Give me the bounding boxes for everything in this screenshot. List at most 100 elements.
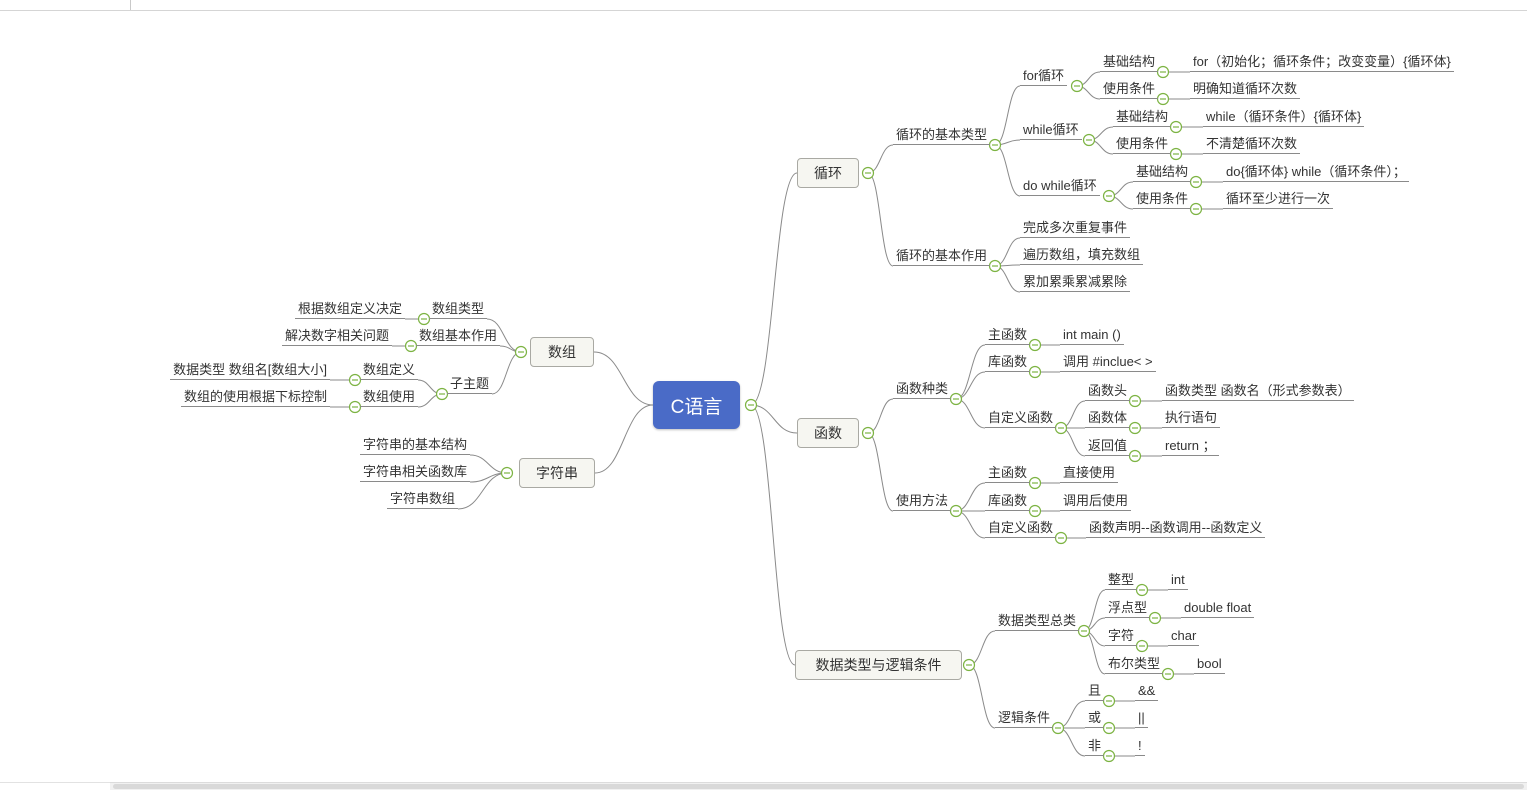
topic-string-library[interactable]: 字符串相关函数库	[359, 464, 470, 482]
topic-usage-lib-label[interactable]: 库函数	[985, 493, 1031, 511]
collapse-icon[interactable]	[348, 400, 362, 414]
topic-main-func-value[interactable]: int main ()	[1060, 327, 1124, 345]
topic-func-head-value[interactable]: 函数类型 函数名（形式参数表）	[1162, 383, 1354, 401]
topic-while-structure-label[interactable]: 基础结构	[1113, 109, 1172, 127]
topic-loop-effects[interactable]: 循环的基本作用	[893, 248, 991, 266]
collapse-icon[interactable]	[1189, 202, 1203, 216]
topic-array-definition-value[interactable]: 数据类型 数组名[数组大小]	[170, 362, 330, 380]
collapse-icon[interactable]	[1148, 611, 1162, 625]
collapse-icon[interactable]	[1128, 449, 1142, 463]
topic-lib-func-value[interactable]: 调用 #inclue< >	[1060, 354, 1156, 372]
collapse-icon[interactable]	[861, 166, 875, 180]
collapse-icon[interactable]	[1028, 365, 1042, 379]
collapse-icon[interactable]	[404, 339, 418, 353]
topic-for-loop[interactable]: for循环	[1020, 68, 1068, 86]
topic-func-kinds[interactable]: 函数种类	[893, 381, 952, 399]
topic-usage-lib-value[interactable]: 调用后使用	[1060, 493, 1132, 511]
collapse-icon[interactable]	[1102, 749, 1116, 763]
topic-dowhile-structure-label[interactable]: 基础结构	[1133, 164, 1192, 182]
topic-main-func-label[interactable]: 主函数	[985, 327, 1031, 345]
topic-usage-custom-label[interactable]: 自定义函数	[985, 520, 1057, 538]
central-topic[interactable]: C语言	[653, 381, 740, 429]
topic-loop-types[interactable]: 循环的基本类型	[893, 127, 991, 145]
topic-datatypes-logic[interactable]: 数据类型与逻辑条件	[795, 650, 962, 680]
topic-int-label[interactable]: 整型	[1105, 572, 1138, 590]
collapse-icon[interactable]	[500, 466, 514, 480]
collapse-icon[interactable]	[1028, 338, 1042, 352]
topic-loop[interactable]: 循环	[797, 158, 859, 188]
collapse-icon[interactable]	[348, 373, 362, 387]
topic-lib-func-label[interactable]: 库函数	[985, 354, 1031, 372]
topic-func-return-label[interactable]: 返回值	[1085, 438, 1131, 456]
topic-loop-effect-3[interactable]: 累加累乘累减累除	[1020, 274, 1131, 292]
collapse-icon[interactable]	[1128, 421, 1142, 435]
collapse-icon[interactable]	[1070, 79, 1084, 93]
topic-string-array[interactable]: 字符串数组	[386, 491, 458, 509]
collapse-icon[interactable]	[435, 387, 449, 401]
collapse-icon[interactable]	[1051, 721, 1065, 735]
topic-while-condition-label[interactable]: 使用条件	[1113, 136, 1172, 154]
topic-dowhile-condition-value[interactable]: 循环至少进行一次	[1223, 191, 1334, 209]
topic-or-value[interactable]: ||	[1135, 710, 1148, 728]
topic-dowhile-structure-value[interactable]: do{循环体} while（循环条件）；	[1223, 164, 1409, 182]
collapse-icon[interactable]	[1169, 120, 1183, 134]
topic-not-value[interactable]: !	[1135, 738, 1145, 756]
topic-while-loop[interactable]: while循环	[1020, 122, 1082, 140]
collapse-icon[interactable]	[1082, 133, 1096, 147]
topic-func-body-label[interactable]: 函数体	[1085, 410, 1131, 428]
topic-array-purpose-label[interactable]: 数组基本作用	[415, 328, 500, 346]
topic-for-condition-value[interactable]: 明确知道循环次数	[1190, 81, 1301, 99]
collapse-icon[interactable]	[1161, 667, 1175, 681]
collapse-icon[interactable]	[1189, 175, 1203, 189]
collapse-icon[interactable]	[417, 312, 431, 326]
scrollbar-thumb[interactable]	[113, 784, 1524, 789]
collapse-icon[interactable]	[949, 504, 963, 518]
topic-char-label[interactable]: 字符	[1105, 628, 1138, 646]
collapse-icon[interactable]	[1135, 583, 1149, 597]
topic-for-condition-label[interactable]: 使用条件	[1100, 81, 1159, 99]
topic-and-value[interactable]: &&	[1135, 683, 1159, 701]
topic-while-structure-value[interactable]: while（循环条件）{循环体}	[1203, 109, 1365, 127]
topic-not-label[interactable]: 非	[1085, 738, 1105, 756]
topic-func-body-value[interactable]: 执行语句	[1162, 410, 1221, 428]
topic-array-subtopic[interactable]: 子主题	[446, 376, 492, 394]
collapse-icon[interactable]	[1102, 721, 1116, 735]
topic-array-purpose-value[interactable]: 解决数字相关问题	[281, 328, 392, 346]
collapse-icon[interactable]	[988, 259, 1002, 273]
collapse-icon[interactable]	[1169, 147, 1183, 161]
topic-usage-main-value[interactable]: 直接使用	[1060, 465, 1119, 483]
collapse-icon[interactable]	[1102, 189, 1116, 203]
collapse-icon[interactable]	[1102, 694, 1116, 708]
topic-datatype-categories[interactable]: 数据类型总类	[995, 613, 1080, 631]
topic-usage-custom-value[interactable]: 函数声明--函数调用--函数定义	[1086, 520, 1266, 538]
topic-func-usage[interactable]: 使用方法	[893, 493, 952, 511]
topic-logic-conditions[interactable]: 逻辑条件	[995, 710, 1054, 728]
collapse-icon[interactable]	[1156, 92, 1170, 106]
collapse-icon[interactable]	[1128, 394, 1142, 408]
topic-loop-effect-2[interactable]: 遍历数组，填充数组	[1020, 247, 1144, 265]
topic-float-label[interactable]: 浮点型	[1105, 600, 1151, 618]
topic-usage-main-label[interactable]: 主函数	[985, 465, 1031, 483]
collapse-icon[interactable]	[1077, 624, 1091, 638]
topic-array-usage-label[interactable]: 数组使用	[359, 389, 418, 407]
collapse-icon[interactable]	[1156, 65, 1170, 79]
topic-bool-value[interactable]: bool	[1194, 656, 1225, 674]
horizontal-scrollbar[interactable]	[110, 782, 1527, 790]
collapse-icon[interactable]	[514, 345, 528, 359]
topic-func-head-label[interactable]: 函数头	[1085, 383, 1131, 401]
topic-float-value[interactable]: double float	[1181, 600, 1255, 618]
topic-string[interactable]: 字符串	[519, 458, 595, 488]
topic-array[interactable]: 数组	[530, 337, 594, 367]
topic-for-structure-value[interactable]: for（初始化；循环条件；改变变量）{循环体}	[1190, 54, 1454, 72]
topic-int-value[interactable]: int	[1168, 572, 1188, 590]
collapse-icon[interactable]	[1135, 639, 1149, 653]
collapse-icon[interactable]	[1054, 531, 1068, 545]
topic-function[interactable]: 函数	[797, 418, 859, 448]
collapse-icon[interactable]	[962, 658, 976, 672]
topic-array-usage-value[interactable]: 数组的使用根据下标控制	[180, 389, 330, 407]
topic-func-return-value[interactable]: return ；	[1162, 438, 1219, 456]
collapse-icon[interactable]	[1054, 421, 1068, 435]
topic-loop-effect-1[interactable]: 完成多次重复事件	[1020, 220, 1131, 238]
topic-array-type-label[interactable]: 数组类型	[428, 301, 487, 319]
collapse-icon[interactable]	[1028, 504, 1042, 518]
